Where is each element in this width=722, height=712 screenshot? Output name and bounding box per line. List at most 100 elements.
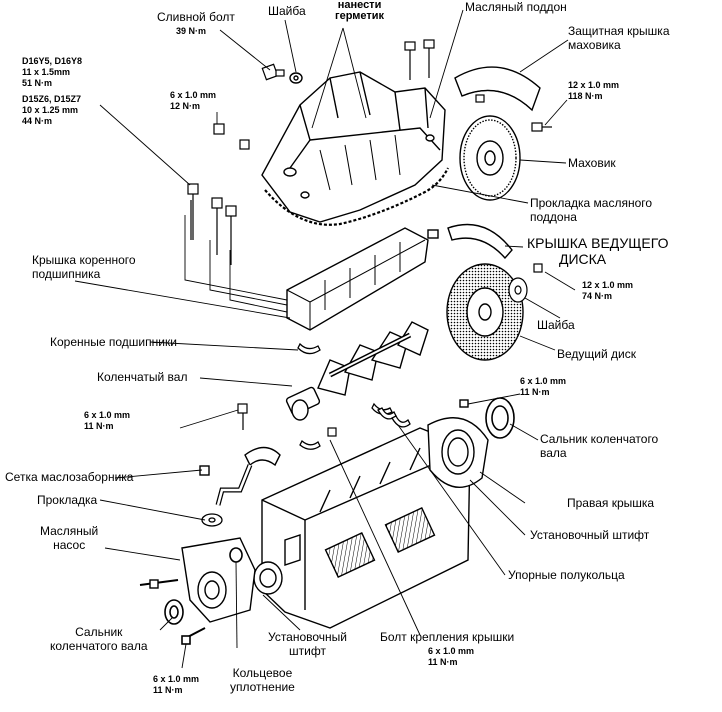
oil-pump	[139, 537, 256, 623]
pan-gasket-line-2: поддона	[530, 210, 577, 224]
engine-d16-torque: 51 N·m	[22, 78, 53, 88]
main-bearings	[297, 342, 393, 450]
engine-d15-models: D15Z6, D15Z7	[22, 94, 82, 104]
crankshaft-seal-left	[164, 599, 206, 645]
pan-stud-bolts	[213, 39, 435, 150]
dowel-bottom-label: Установочный штифт	[268, 630, 347, 658]
leader-lines	[74, 9, 576, 669]
oil-pan-label: Масляный поддон	[465, 0, 567, 14]
drive-plate-cover	[427, 223, 513, 260]
engine-d16-size: 11 x 1.5mm	[22, 67, 71, 77]
flywheel-cover-line-1: Защитная крышка	[568, 24, 670, 38]
cover-bolt-name: Болт крепления крышки	[380, 630, 515, 644]
flywheel-bolt-size: 12 x 1.0 mm	[568, 80, 620, 90]
oil-pan	[261, 71, 449, 226]
flywheel-cover-line-2: маховика	[568, 38, 621, 52]
right-cover-label: Правая крышка	[567, 496, 655, 510]
flywheel-label: Маховик	[568, 156, 616, 170]
drive-plate-cover-line-1: КРЫШКА ВЕДУЩЕГО	[527, 235, 669, 251]
pan-bolt-torque: 12 N·m	[170, 101, 201, 111]
pickup-bolt-torque: 11 N·m	[84, 421, 114, 431]
sealant-label: нанести герметик	[335, 0, 384, 22]
crankshaft	[285, 321, 429, 421]
engine-d16-models: D16Y5, D16Y8	[22, 56, 83, 66]
engine-d15-spec: D15Z6, D15Z7 10 x 1.25 mm 44 N·m	[22, 94, 81, 127]
oil-strainer	[199, 446, 281, 506]
main-bearings-label: Коренные подшипники	[50, 335, 177, 349]
drive-plate-cover-line-2: ДИСКА	[559, 251, 607, 267]
pickup-bolt-spec: 6 x 1.0 mm 11 N·m	[84, 410, 130, 432]
right-cover	[427, 399, 489, 488]
pan-bolt-size: 6 x 1.0 mm	[170, 90, 217, 100]
strainer-gasket	[201, 513, 223, 527]
washer-right	[508, 263, 543, 303]
oil-pump-label: Масляный насос	[40, 524, 98, 552]
dowel-right-label: Установочный штифт	[530, 528, 650, 542]
pump-bolt-spec: 6 x 1.0 mm 11 N·m	[153, 674, 199, 696]
bearing-cap-beam	[286, 227, 429, 331]
o-ring-line-1: Кольцевое	[232, 666, 293, 680]
thrust-washers-label: Упорные полукольца	[508, 568, 625, 582]
drain-bolt	[261, 63, 285, 81]
pump-bolt-size: 6 x 1.0 mm	[153, 674, 200, 684]
seal-right-line-1: Сальник коленчатого	[540, 432, 659, 446]
drain-bolt-torque: 39 N·m	[176, 26, 206, 37]
cover-bolt-torque: 11 N·m	[428, 657, 458, 667]
washer-top	[289, 72, 303, 84]
dowel-bottom-line-2: штифт	[289, 644, 326, 658]
drive-plate-bolt-torque: 74 N·m	[582, 291, 613, 301]
flywheel-cover	[454, 66, 541, 112]
seal-left-line-1: Сальник	[75, 625, 123, 639]
crankshaft-seal-right	[485, 397, 515, 439]
drive-plate-cover-label: КРЫШКА ВЕДУЩЕГО ДИСКА	[527, 235, 668, 267]
pan-gasket-label: Прокладка масляного поддона	[530, 196, 652, 224]
drain-bolt-label: Сливной болт	[157, 10, 235, 24]
drive-plate-label: Ведущий диск	[557, 347, 636, 361]
sealant-line-2: герметик	[335, 10, 385, 22]
flywheel	[459, 115, 521, 201]
engine-d16-spec: D16Y5, D16Y8 11 x 1.5mm 51 N·m	[22, 56, 82, 89]
dowel-bottom-line-1: Установочный	[268, 630, 348, 644]
flywheel-bolt-spec: 12 x 1.0 mm 118 N·m	[568, 80, 619, 102]
drain-bolt-torque-value: 39 N·m	[176, 26, 207, 36]
pickup-bolts	[237, 403, 337, 437]
engine-block	[253, 427, 471, 629]
pan-bolt-spec: 6 x 1.0 mm 12 N·m	[170, 90, 216, 112]
drain-bolt-name: Сливной болт	[157, 10, 235, 24]
flywheel-cover-label: Защитная крышка маховика	[568, 24, 670, 52]
thrust-washers	[377, 407, 411, 428]
cover-bolt-spec: 6 x 1.0 mm 11 N·m	[428, 646, 474, 668]
bearing-cap-line-2: подшипника	[32, 267, 101, 281]
drive-plate-bolt-spec: 12 x 1.0 mm 74 N·m	[582, 280, 633, 302]
pickup-bolt-size: 6 x 1.0 mm	[84, 410, 131, 420]
oil-pump-line-1: Масляный	[40, 524, 99, 538]
crankshaft-label: Коленчатый вал	[97, 370, 188, 384]
cover-bolt-label: Болт крепления крышки	[380, 630, 514, 644]
oil-pump-line-2: насос	[53, 538, 86, 552]
o-ring-label: Кольцевое уплотнение	[230, 666, 295, 694]
sealant-line-1: нанести	[337, 0, 382, 11]
cover-bolt-size: 6 x 1.0 mm	[428, 646, 475, 656]
pan-gasket-line-1: Прокладка масляного	[530, 196, 653, 210]
flywheel-bolt	[475, 94, 552, 132]
seal-bolt-torque: 11 N·m	[520, 387, 550, 397]
seal-right-line-2: вала	[540, 446, 567, 460]
seal-left-label: Сальник коленчатого вала	[50, 625, 148, 653]
pump-bolt-torque: 11 N·m	[153, 685, 183, 695]
seal-right-label: Сальник коленчатого вала	[540, 432, 658, 460]
seal-left-line-2: коленчатого вала	[50, 639, 148, 653]
seal-bolt-size: 6 x 1.0 mm	[520, 376, 567, 386]
seal-bolt-spec: 6 x 1.0 mm 11 N·m	[520, 376, 566, 398]
drive-plate-bolt-size: 12 x 1.0 mm	[582, 280, 634, 290]
bearing-cap-label: Крышка коренного подшипника	[32, 253, 136, 281]
o-ring-line-2: уплотнение	[230, 680, 295, 694]
flywheel-bolt-torque: 118 N·m	[568, 91, 603, 101]
washer-right-label: Шайба	[537, 318, 575, 332]
bearing-cap-line-1: Крышка коренного	[32, 253, 136, 267]
cap-bolts	[187, 183, 237, 265]
engine-d15-size: 10 x 1.25 mm	[22, 105, 79, 115]
drive-plate	[446, 263, 524, 361]
engine-d15-torque: 44 N·m	[22, 116, 53, 126]
strainer-label: Сетка маслозаборника	[5, 470, 134, 484]
